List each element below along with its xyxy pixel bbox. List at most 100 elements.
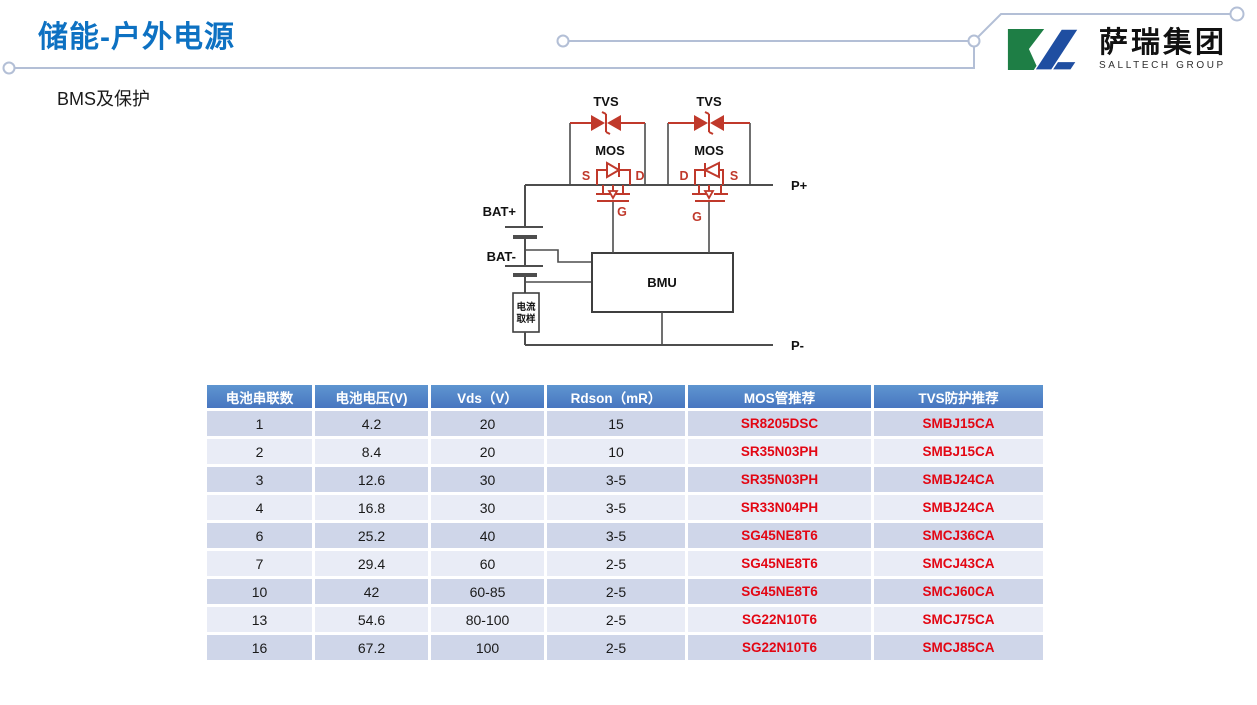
mosfet-right-symbol — [692, 161, 728, 202]
column-header: TVS防护推荐 — [874, 385, 1043, 408]
table-cell: 2-5 — [547, 635, 685, 660]
table-cell: 25.2 — [315, 523, 428, 548]
table-cell: 42 — [315, 579, 428, 604]
tvs-left-label: TVS — [593, 94, 619, 109]
table-cell: 30 — [431, 495, 544, 520]
table-cell: 16 — [207, 635, 312, 660]
table-cell: 13 — [207, 607, 312, 632]
table-cell: SMBJ15CA — [874, 411, 1043, 436]
column-header: MOS管推荐 — [688, 385, 871, 408]
table-cell: 80-100 — [431, 607, 544, 632]
table-cell: SMCJ36CA — [874, 523, 1043, 548]
table-cell: 20 — [431, 439, 544, 464]
table-cell: 60 — [431, 551, 544, 576]
table-cell: 100 — [431, 635, 544, 660]
tvs-symbol-left — [570, 111, 645, 135]
tvs-left-triangle-b — [607, 115, 621, 131]
bms-circuit-diagram: TVS TVS MOS MOS S D G D S G BAT+ BAT- BM… — [483, 94, 808, 353]
bat-plus-label: BAT+ — [483, 204, 517, 219]
current-sense-label-2: 取样 — [516, 313, 536, 325]
mos-right-s-label: S — [730, 169, 738, 183]
column-header: 电池串联数 — [207, 385, 312, 408]
mos-left-s-label: S — [582, 169, 590, 183]
current-sense-label-1: 电流 — [516, 301, 536, 313]
table-cell: 3-5 — [547, 495, 685, 520]
table-cell: 54.6 — [315, 607, 428, 632]
logo: 萨瑞集团 SALLTECH GROUP — [1006, 25, 1227, 75]
table-cell: SMBJ15CA — [874, 439, 1043, 464]
bat-minus-label: BAT- — [487, 249, 516, 264]
logo-mark-icon — [1007, 28, 1080, 71]
table-cell: 2 — [207, 439, 312, 464]
table-cell: 40 — [431, 523, 544, 548]
table-cell: 2-5 — [547, 579, 685, 604]
table-cell: 3-5 — [547, 467, 685, 492]
logo-name-en: SALLTECH GROUP — [1099, 60, 1226, 71]
table-cell: 4 — [207, 495, 312, 520]
table-cell: 3-5 — [547, 523, 685, 548]
bmu-sense-wire-1 — [525, 249, 592, 263]
table-cell: 2-5 — [547, 551, 685, 576]
table-cell: SMCJ60CA — [874, 579, 1043, 604]
table-cell: 15 — [547, 411, 685, 436]
p-minus-label: P- — [791, 338, 804, 353]
table-cell: 4.2 — [315, 411, 428, 436]
table-cell: 3 — [207, 467, 312, 492]
mos-left-label: MOS — [595, 143, 625, 158]
table-cell: SG22N10T6 — [688, 607, 871, 632]
current-sense-box — [512, 292, 540, 333]
mosfet-left-symbol — [596, 161, 631, 202]
table-cell: SR35N03PH — [688, 467, 871, 492]
tvs-left-triangle-a — [591, 115, 605, 131]
mos-left-d-label: D — [635, 169, 644, 183]
mos-right-g-label: G — [692, 210, 702, 224]
logo-name-cn: 萨瑞集团 — [1099, 27, 1228, 59]
table-cell: SR35N03PH — [688, 439, 871, 464]
page-title: 储能-户外电源 — [38, 21, 235, 54]
decor-circle — [556, 34, 570, 48]
mos-left-g-label: G — [617, 205, 627, 219]
mos-right-d-label: D — [679, 169, 688, 183]
decor-circle — [2, 61, 16, 75]
tvs-symbol-right — [668, 111, 750, 135]
table-cell: 12.6 — [315, 467, 428, 492]
table-cell: SR8205DSC — [688, 411, 871, 436]
tvs-right-label: TVS — [696, 94, 722, 109]
table-cell: 20 — [431, 411, 544, 436]
table-cell: 1 — [207, 411, 312, 436]
decor-circle — [1229, 6, 1245, 22]
table-cell: 8.4 — [315, 439, 428, 464]
table-cell: SG45NE8T6 — [688, 523, 871, 548]
table-cell: SR33N04PH — [688, 495, 871, 520]
table-cell: 30 — [431, 467, 544, 492]
table-cell: SMBJ24CA — [874, 467, 1043, 492]
table-cell: SG22N10T6 — [688, 635, 871, 660]
column-header: Vds（V） — [431, 385, 544, 408]
table-cell: SMCJ75CA — [874, 607, 1043, 632]
table-cell: 2-5 — [547, 607, 685, 632]
table-cell: 6 — [207, 523, 312, 548]
table-cell: SMBJ24CA — [874, 495, 1043, 520]
table-cell: 29.4 — [315, 551, 428, 576]
table-cell: 60-85 — [431, 579, 544, 604]
column-header: 电池电压(V) — [315, 385, 428, 408]
table-cell: 10 — [547, 439, 685, 464]
bmu-box — [591, 252, 734, 313]
section-subtitle: BMS及保护 — [57, 89, 151, 109]
tvs-loop-right — [667, 123, 751, 185]
table-cell: 7 — [207, 551, 312, 576]
bmu-label: BMU — [647, 275, 677, 290]
table-cell: SMCJ85CA — [874, 635, 1043, 660]
table-cell: SMCJ43CA — [874, 551, 1043, 576]
